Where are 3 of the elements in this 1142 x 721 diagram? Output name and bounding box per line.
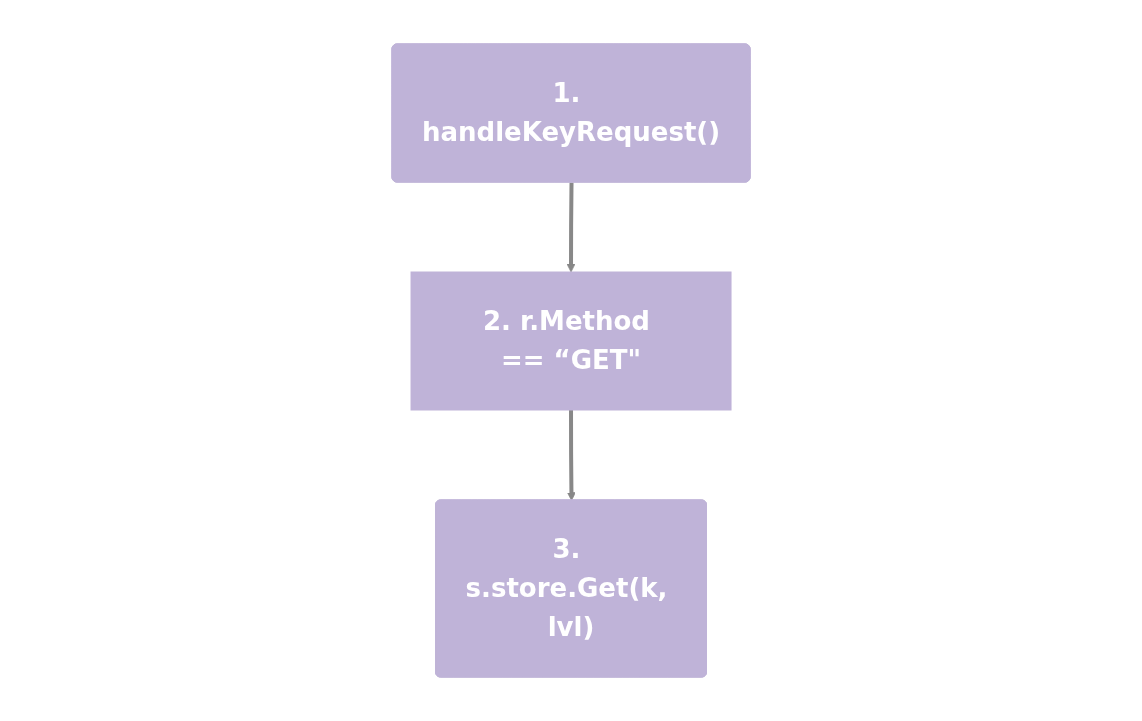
arrow <box>566 182 576 273</box>
node-box: 2. r.Method == “GET" <box>410 271 732 411</box>
arrow <box>567 410 576 501</box>
